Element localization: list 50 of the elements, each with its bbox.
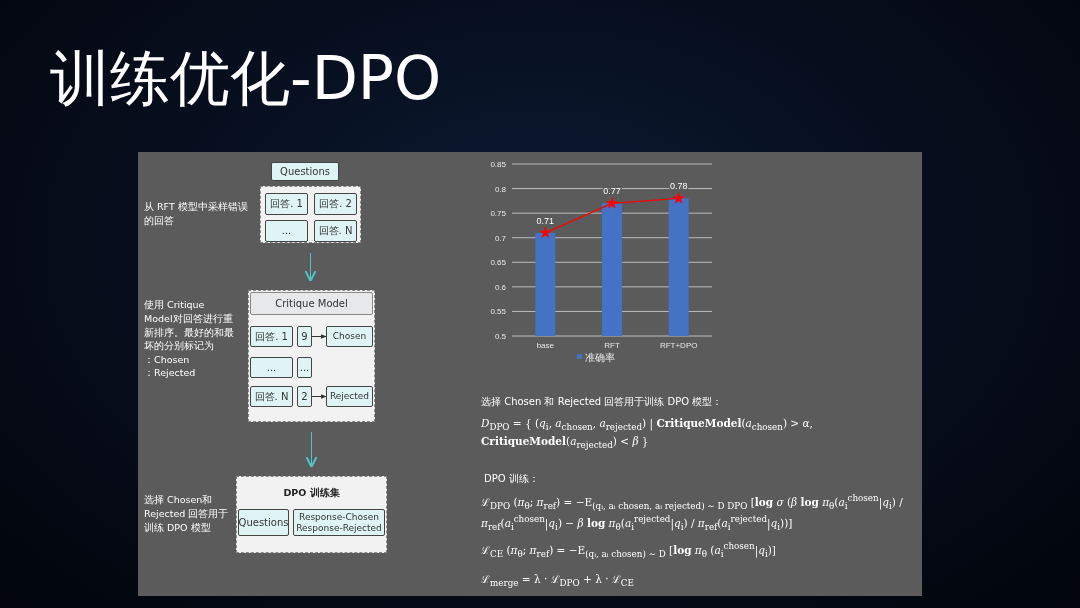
process-box: 回答. 2 [314, 193, 357, 215]
panel-heading: DPO 训练集 [282, 487, 341, 499]
arrow [311, 394, 327, 399]
process-box: Questions [238, 509, 289, 536]
axis-tick-label: base [536, 341, 554, 350]
process-box: Critique Model [250, 292, 373, 315]
axis-tick-label: 0.7 [494, 233, 506, 243]
process-box: 回答. 1 [250, 326, 293, 347]
process-box: 回答. N [314, 220, 357, 242]
group-box [260, 186, 361, 243]
data-label: 0.77 [603, 186, 621, 197]
axis-tick-label: 0.65 [490, 258, 506, 268]
formula: ℒ$_{DPO}$ (π$_{θ}$; π$_{ref}$) = −E$_{(qᵢ, aᵢ chosen, aᵢ rejected) ∼ D DPO}$ [log σ (β log π$_{θ}$(a$_{i}$$^{chosen}$|q$_{i}$) / π$_{ref}$(a$_{i}$$^{chosen}$|q$_{i}$) − β log π$_{θ}$(a$_{i}$$^{rejected}$|q$_{i}$) / π$_{ref}$(a$_{i}$$^{rejected}$|q$_{i}$))] [481, 492, 904, 534]
formula: ℒ$_{merge}$ = λ · ℒ$_{DPO}$ + λ · ℒ$_{CE}$ [481, 572, 635, 591]
process-box: 回答. N [250, 386, 293, 407]
axis-tick-label: 0.85 [490, 160, 506, 169]
dataset-panel [236, 476, 387, 553]
process-box: 回答. 1 [265, 193, 308, 215]
arrow [305, 431, 318, 468]
legend-label: 准确率 [585, 352, 615, 363]
arrow [311, 334, 327, 339]
axis-tick-label: 0.5 [494, 332, 506, 341]
annotation-text: ：Rejected [144, 366, 197, 380]
annotation-text: 使用 Critique Model对回答进行重新排序。最好的和最坏的分别标记为 [144, 298, 234, 354]
annotation-text: 选择 Chosen 和 Rejected 回答用于训练 DPO 模型： [481, 395, 724, 409]
process-box: ... [265, 220, 308, 242]
process-box: ... [250, 357, 293, 378]
axis-tick-label: 0.6 [494, 282, 506, 292]
axis-tick-label: 0.8 [494, 184, 506, 194]
process-box: Chosen [326, 326, 373, 347]
axis-tick-label: 0.55 [490, 307, 506, 317]
group-box [248, 290, 375, 422]
formula: ℒ$_{CE}$ (π$_{θ}$; π$_{ref}$) = −E$_{(qᵢ, aᵢ chosen) ∼ D}$ [log π$_{θ}$ (a$_{i}$$^{chosen}$|q$_{i}$)] [481, 540, 777, 561]
process-box: Rejected [326, 386, 373, 407]
axis-tick-label: RFT [604, 341, 620, 350]
process-box: ... [297, 357, 312, 378]
process-box: 2 [297, 386, 312, 407]
arrow [304, 252, 317, 282]
slide-title: 训练优化-DPO [50, 48, 442, 108]
process-box: Response-Chosen Response-Rejected [293, 509, 385, 536]
process-box: 9 [297, 326, 312, 347]
annotation-text: ：Chosen [144, 353, 191, 367]
data-label: 0.71 [536, 215, 555, 226]
axis-tick-label: RFT+DPO [659, 341, 698, 350]
process-box: Questions [271, 162, 339, 181]
annotation-text: 选择 Chosen和 Rejected 回答用于训练 DPO 模型 [144, 493, 230, 535]
axis-tick-label: 0.75 [490, 209, 506, 219]
annotation-text: DPO 训练： [484, 472, 540, 486]
annotation-text: 从 RFT 模型中采样错误的回答 [144, 200, 249, 228]
formula: D$_{DPO}$ = { (q$_{i}$, a$_{chosen}$, a$_{rejected}$) | CritiqueModel(a$_{chosen}$) > α, CritiqueModel(a$_{rejected}$) < β } [481, 416, 814, 453]
